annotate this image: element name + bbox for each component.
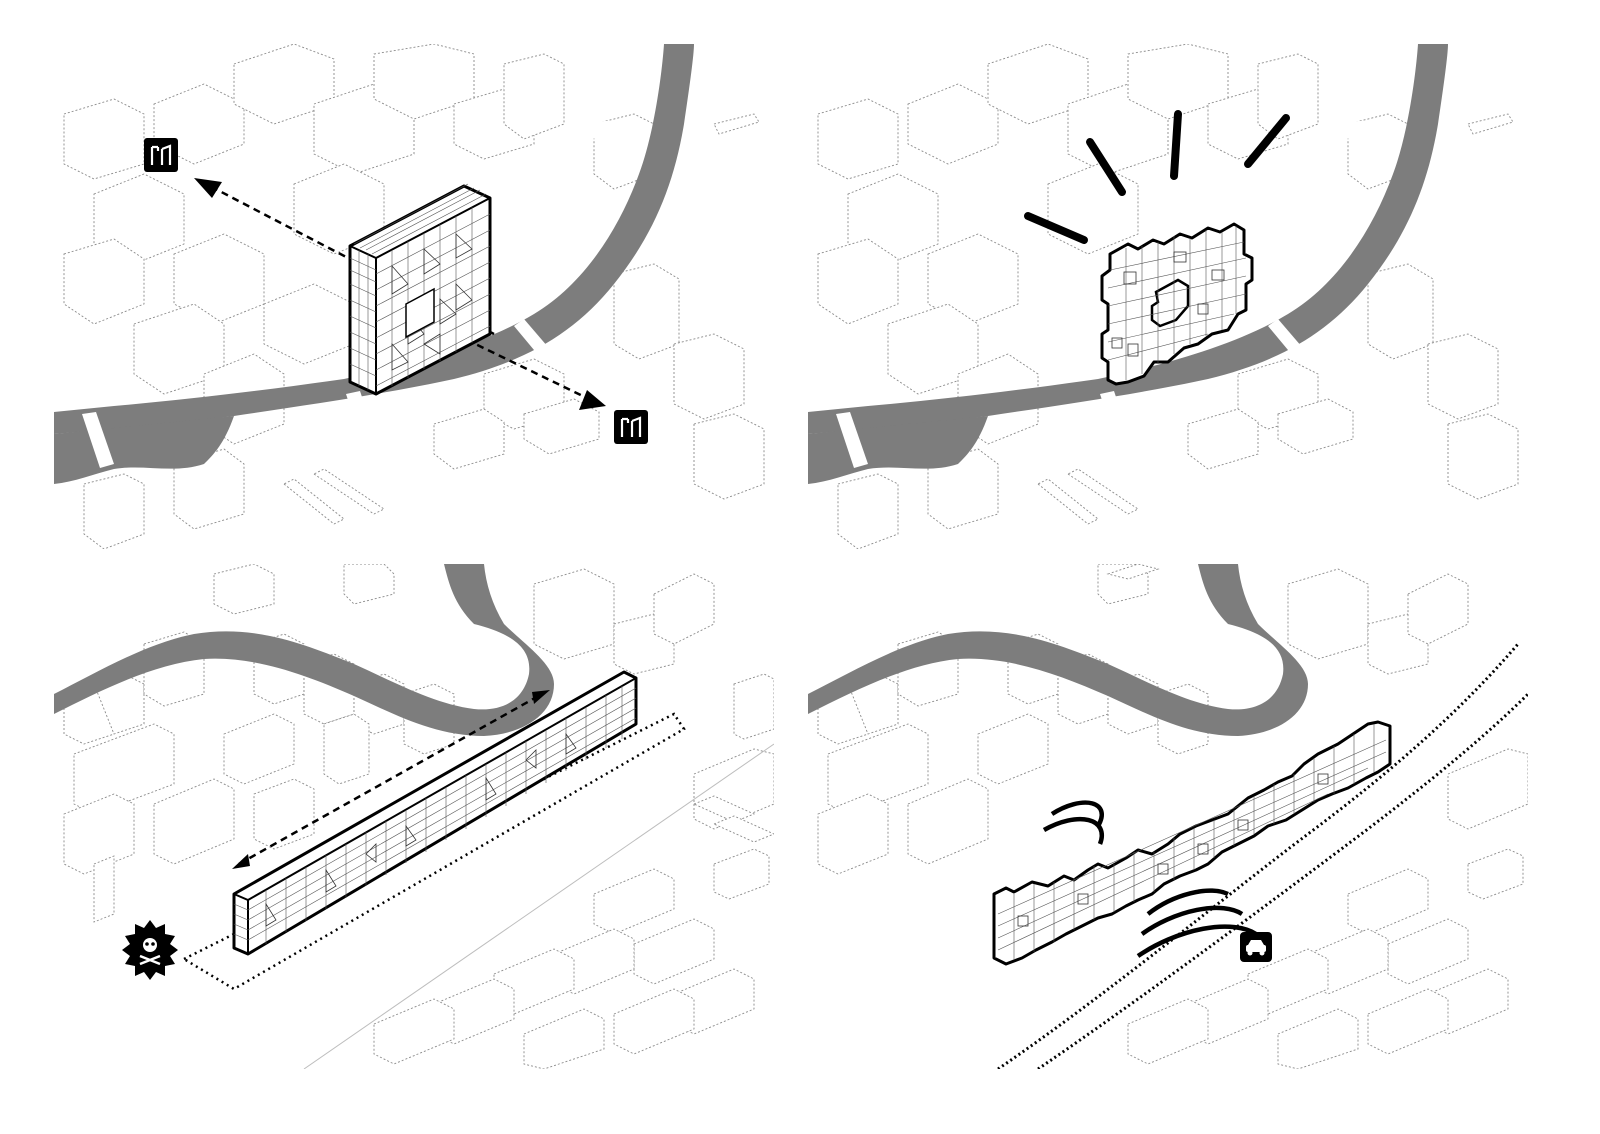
panel-top-right bbox=[808, 44, 1528, 549]
bridge bbox=[586, 119, 639, 139]
dimension-arrow bbox=[238, 692, 543, 866]
river bbox=[808, 564, 1308, 736]
bridge bbox=[514, 319, 554, 362]
block-building bbox=[348, 183, 492, 396]
noise-waves bbox=[1042, 800, 1258, 958]
emphasis-rays bbox=[1024, 110, 1290, 244]
bridge bbox=[82, 412, 114, 468]
bridge bbox=[1340, 119, 1393, 139]
viewpoint-icon bbox=[144, 138, 178, 172]
porous-building bbox=[1100, 222, 1254, 386]
site-boundary bbox=[181, 712, 686, 991]
panel-top-right-drawing bbox=[808, 44, 1519, 549]
panel-bottom-left bbox=[54, 564, 774, 1069]
panel-top-left bbox=[54, 44, 774, 549]
context-buildings bbox=[63, 564, 774, 1069]
panel-top-left-drawing bbox=[54, 44, 765, 549]
river bbox=[54, 564, 554, 736]
arrow-head bbox=[194, 178, 222, 198]
panel-bottom-left-drawing bbox=[54, 564, 774, 1069]
panel-bottom-right-drawing bbox=[808, 564, 1528, 1069]
road-line bbox=[997, 643, 1520, 1069]
arrow-head bbox=[232, 854, 250, 869]
road-line bbox=[1037, 692, 1528, 1069]
arrow-head bbox=[579, 390, 606, 410]
hazard-icon bbox=[122, 920, 178, 980]
bridge bbox=[1100, 391, 1130, 442]
viewpoint-icon bbox=[614, 410, 648, 444]
linear-building bbox=[232, 670, 638, 956]
arrow-head bbox=[532, 690, 550, 704]
context-buildings bbox=[817, 564, 1528, 1069]
bridge bbox=[1268, 319, 1308, 362]
bridge bbox=[346, 391, 376, 442]
bridge bbox=[836, 412, 868, 468]
rough-linear-building bbox=[992, 720, 1392, 966]
panel-bottom-right bbox=[808, 564, 1528, 1069]
car-icon bbox=[1240, 932, 1272, 962]
